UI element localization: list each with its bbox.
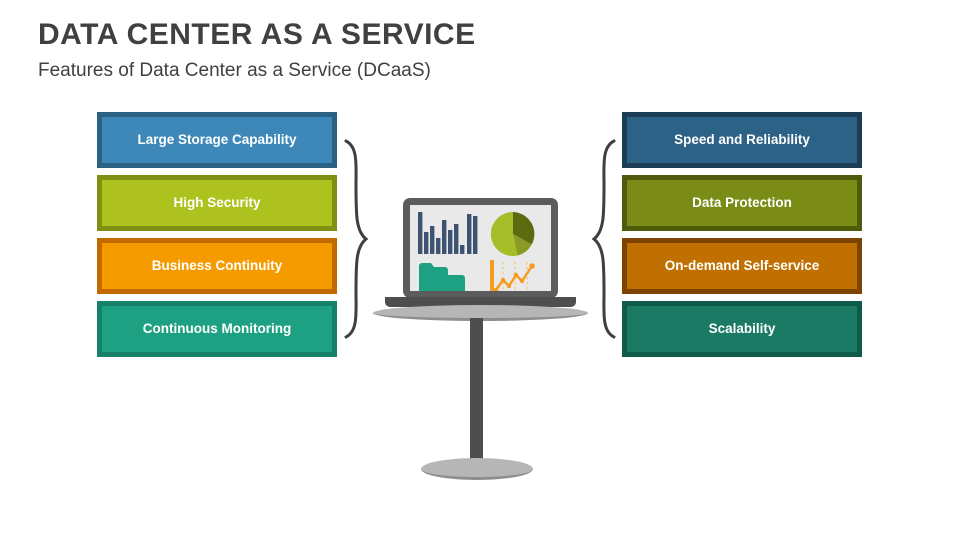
laptop-base	[385, 297, 576, 307]
table-pole	[470, 318, 483, 466]
feature-box-large-storage-capability[interactable]: Large Storage Capability	[97, 112, 337, 168]
pie-chart-icon	[490, 211, 536, 257]
laptop-lid	[403, 198, 558, 298]
feature-label: Large Storage Capability	[137, 132, 297, 148]
center-illustration	[344, 120, 616, 490]
feature-label: Business Continuity	[151, 258, 283, 274]
feature-box-data-protection[interactable]: Data Protection	[622, 175, 862, 231]
line-chart-icon	[488, 260, 538, 291]
page-title: DATA CENTER AS A SERVICE	[38, 18, 476, 51]
laptop-graphic	[373, 198, 588, 321]
table-base	[421, 458, 533, 480]
feature-label: Data Protection	[692, 195, 792, 211]
curly-brace-right-icon	[591, 139, 618, 339]
feature-box-high-security[interactable]: High Security	[97, 175, 337, 231]
feature-box-scalability[interactable]: Scalability	[622, 301, 862, 357]
feature-label: Continuous Monitoring	[142, 321, 292, 337]
feature-box-continuous-monitoring[interactable]: Continuous Monitoring	[97, 301, 337, 357]
feature-box-speed-and-reliability[interactable]: Speed and Reliability	[622, 112, 862, 168]
feature-label: Speed and Reliability	[674, 132, 810, 148]
bar-chart-icon	[418, 212, 478, 254]
feature-label: High Security	[173, 195, 261, 211]
right-feature-column: Speed and Reliability Data Protection On…	[622, 112, 862, 357]
laptop-screen	[410, 205, 551, 291]
left-feature-column: Large Storage Capability High Security B…	[97, 112, 337, 357]
feature-box-business-continuity[interactable]: Business Continuity	[97, 238, 337, 294]
page-subtitle: Features of Data Center as a Service (DC…	[38, 60, 431, 81]
feature-label: Scalability	[708, 321, 776, 337]
feature-box-on-demand-self-service[interactable]: On-demand Self-service	[622, 238, 862, 294]
curly-brace-left-icon	[342, 139, 369, 339]
feature-label: On-demand Self-service	[664, 258, 820, 274]
folder-icon	[419, 262, 471, 291]
